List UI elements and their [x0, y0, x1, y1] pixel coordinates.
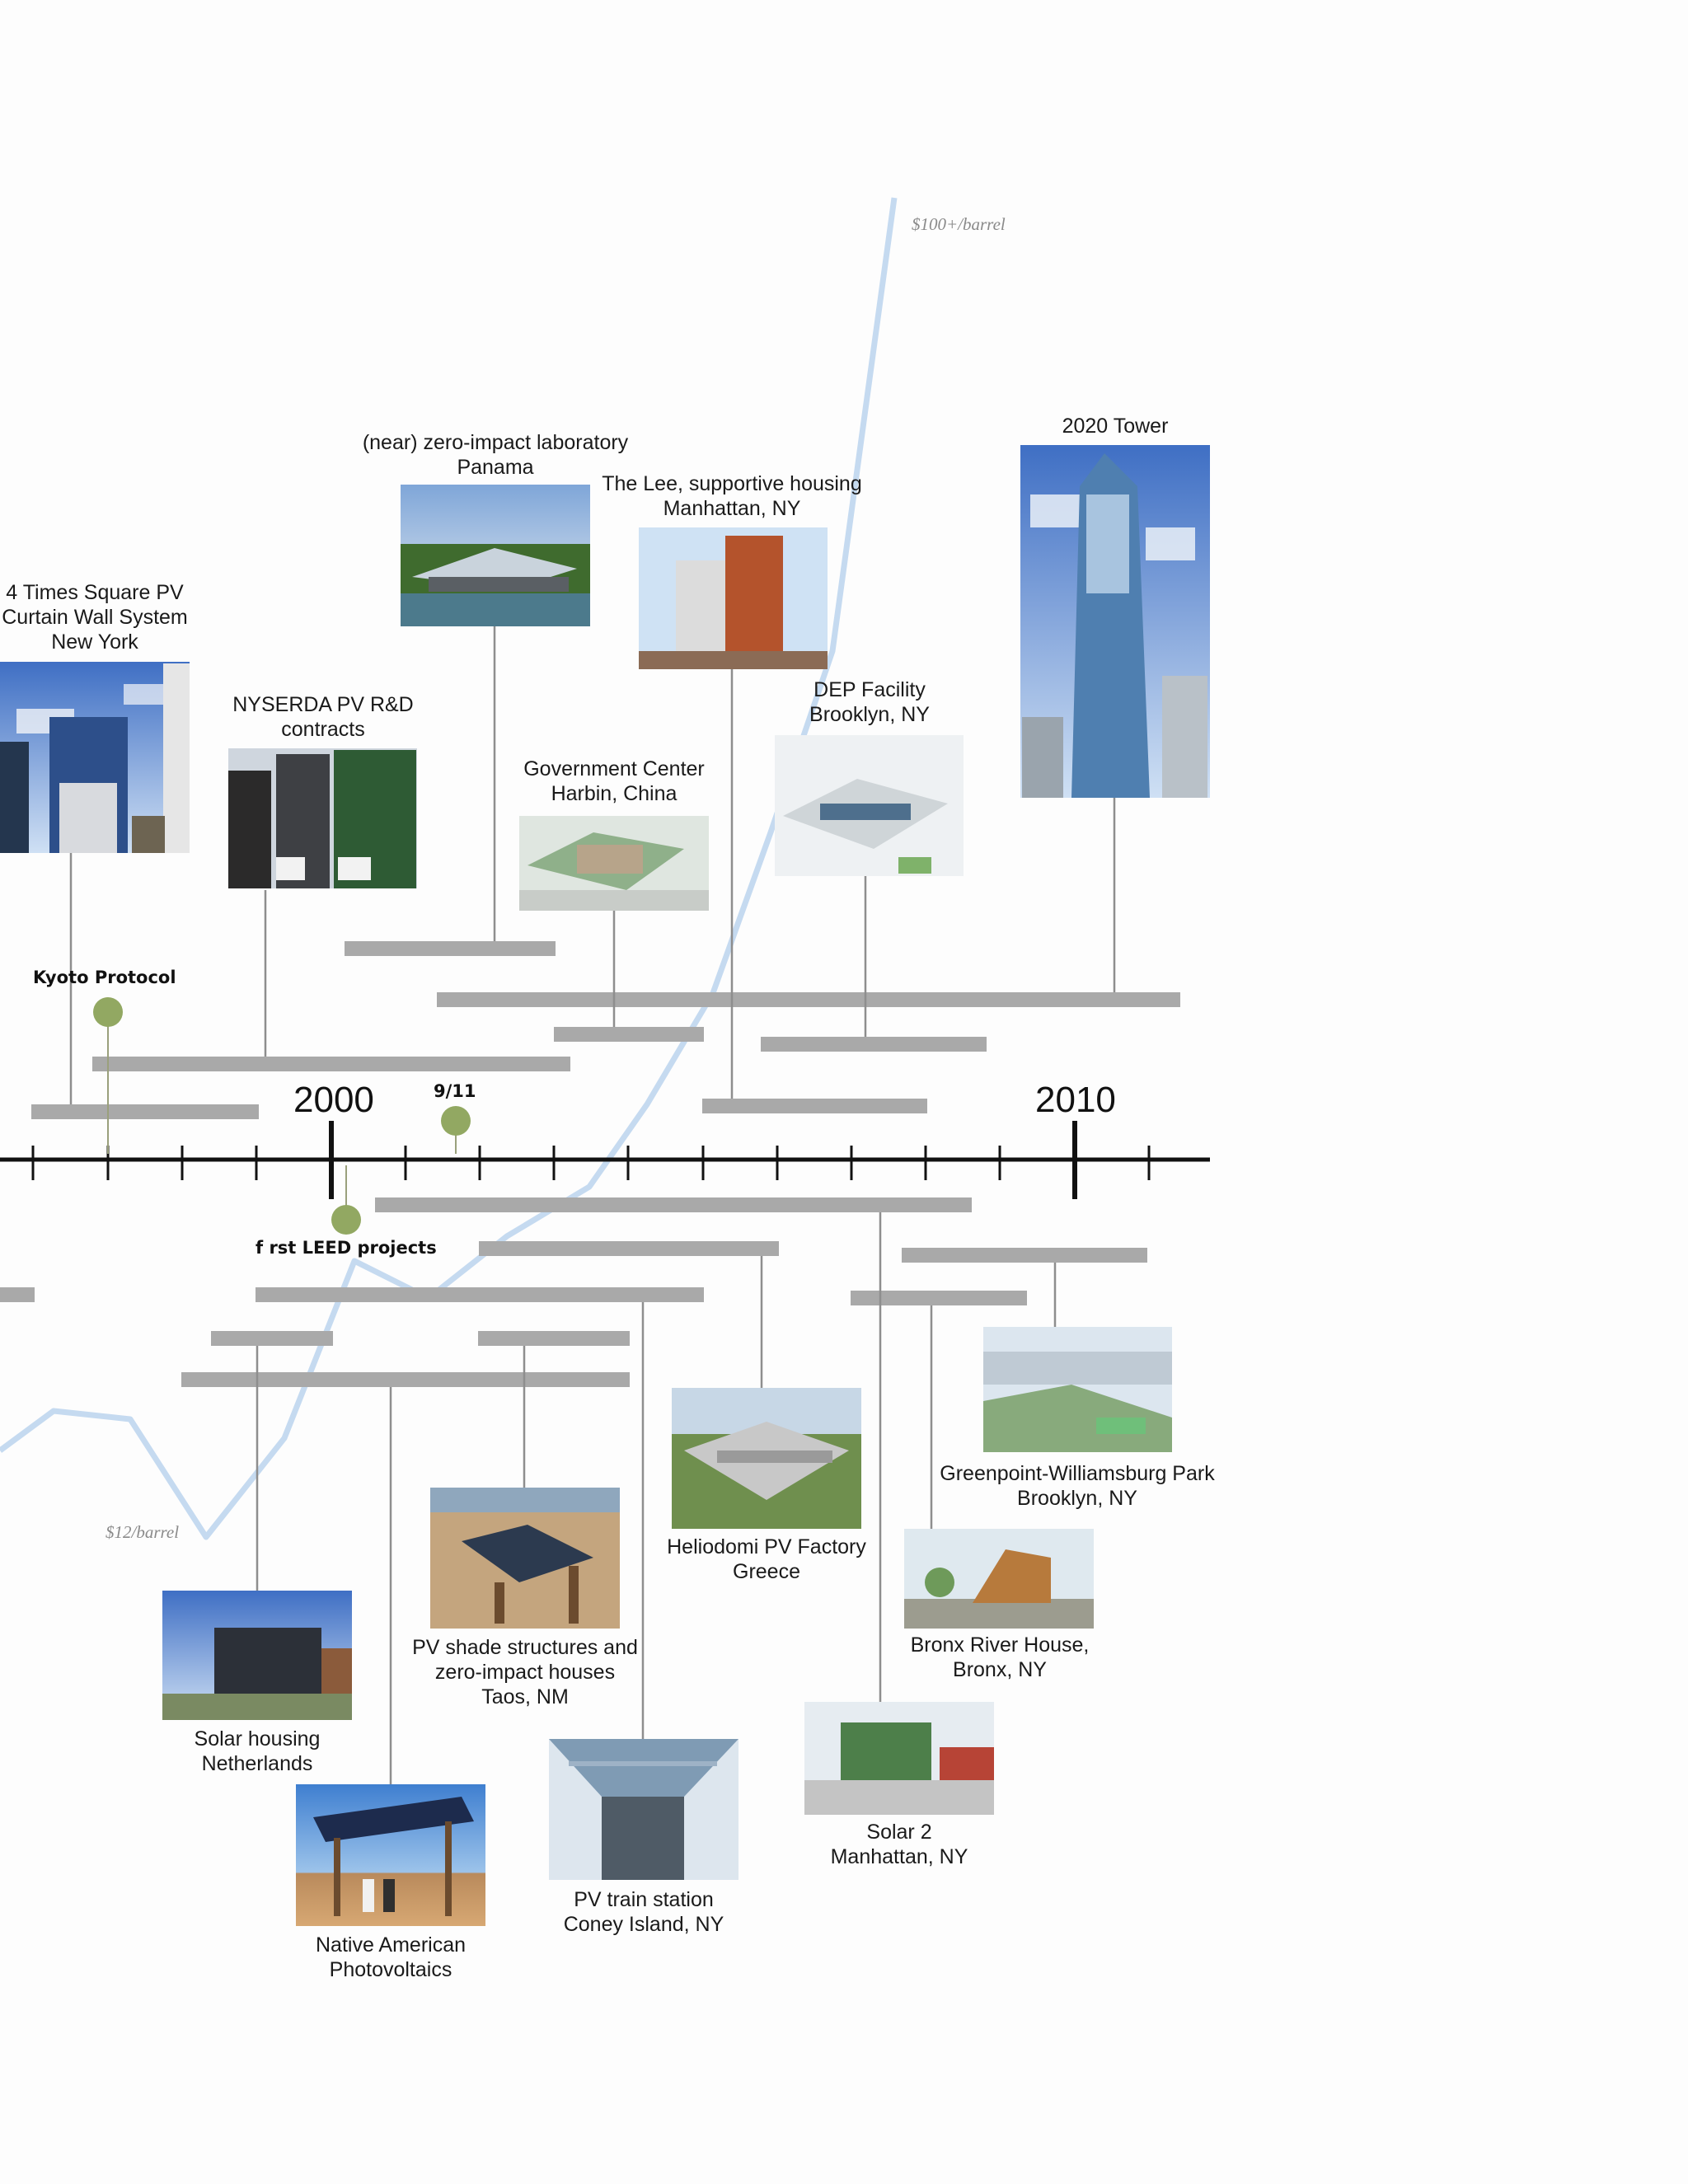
- bar-lee: [702, 1099, 927, 1113]
- year-2010-label: 2010: [1035, 1080, 1116, 1120]
- bar-early: [0, 1287, 35, 1302]
- image-times-square: [0, 662, 190, 853]
- image-taos: [430, 1488, 620, 1629]
- image-bronx: [904, 1529, 1094, 1629]
- connectors: [69, 626, 1116, 1784]
- price-high-label: $100+/barrel: [912, 214, 1006, 234]
- event-label-leed: f rst LEED projects: [256, 1238, 437, 1258]
- bar-nyserda: [92, 1057, 570, 1071]
- image-lee: [639, 527, 828, 669]
- image-tower2020: [1020, 445, 1210, 798]
- image-native: [296, 1784, 485, 1926]
- image-netherlands: [162, 1591, 352, 1720]
- year-2000-label: 2000: [293, 1080, 374, 1120]
- bars: [0, 941, 1180, 1387]
- bar-bronx: [851, 1291, 1027, 1305]
- bar-netherlands: [211, 1331, 333, 1346]
- image-coney: [549, 1739, 738, 1880]
- image-greenpoint: [983, 1327, 1172, 1452]
- label-bronx: Bronx River House,Bronx, NY: [910, 1633, 1090, 1681]
- event-label-kyoto: Kyoto Protocol: [33, 968, 176, 987]
- kyoto-marker: [93, 997, 123, 1027]
- bar-solar2: [375, 1197, 972, 1212]
- label-tower2020: 2020 Tower: [1062, 415, 1169, 438]
- bar-coney: [256, 1287, 704, 1302]
- bar-harbin: [554, 1027, 704, 1042]
- image-heliodomi: [672, 1388, 861, 1529]
- bar-heliodomi: [479, 1241, 779, 1256]
- bar-panama: [345, 941, 556, 956]
- leed-marker: [331, 1205, 361, 1235]
- bar-times-square: [31, 1104, 259, 1119]
- image-panama: [401, 485, 590, 626]
- bar-dep: [761, 1037, 987, 1052]
- bar-taos: [478, 1331, 630, 1346]
- event-markers: [93, 997, 471, 1235]
- image-dep: [775, 735, 964, 876]
- image-harbin: [519, 816, 709, 911]
- price-low-label: $12/barrel: [106, 1522, 180, 1542]
- timeline-axis: [0, 1121, 1210, 1199]
- event-label-911: 9/11: [434, 1081, 476, 1101]
- image-solar2: [804, 1702, 994, 1815]
- bar-tower2020: [437, 992, 1180, 1007]
- bar-native: [181, 1372, 630, 1387]
- 911-marker: [441, 1106, 471, 1136]
- image-nyserda: [228, 748, 417, 888]
- oil-price-line: [0, 197, 898, 1540]
- bar-greenpoint: [902, 1248, 1147, 1263]
